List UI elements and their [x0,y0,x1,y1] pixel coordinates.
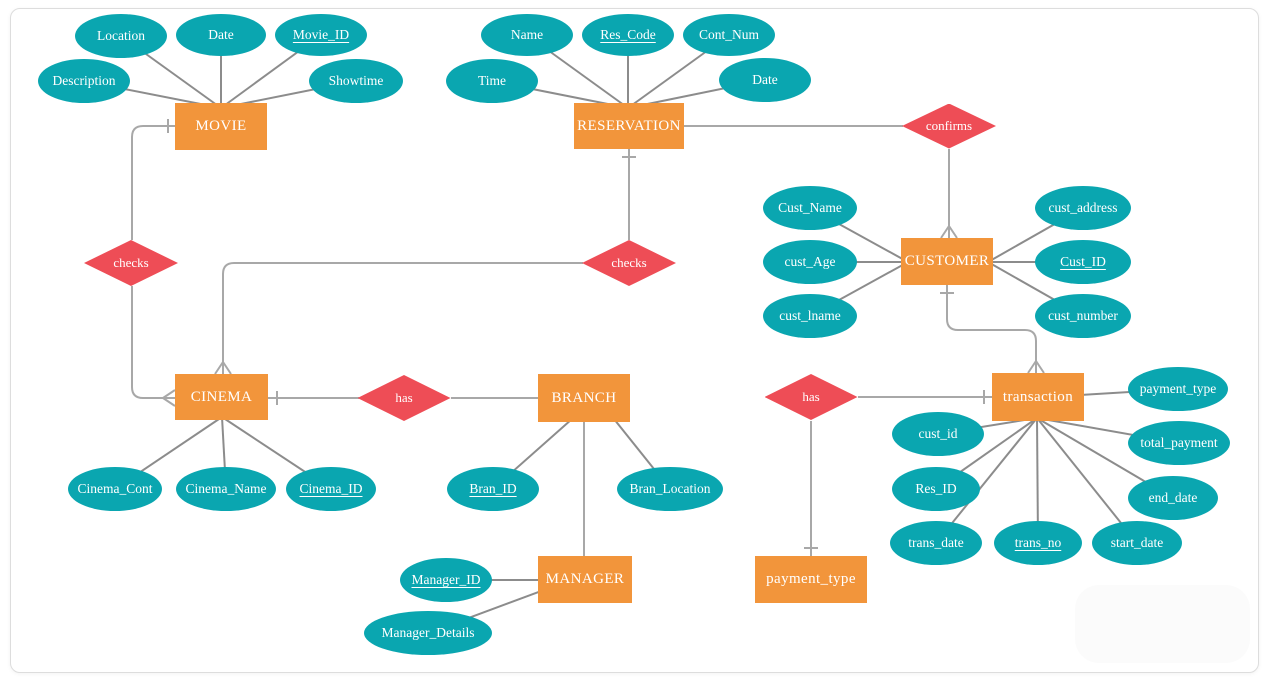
attribute-manager-details: Manager_Details [364,611,492,655]
relationship-has-1-label: has [395,390,413,405]
attribute-time-label: Time [477,73,506,88]
attribute-trans-date: trans_date [890,521,982,565]
attribute-location: Location [75,14,167,58]
attribute-cust-id-label: cust_id [918,426,958,441]
attribute-cinema-id-label: Cinema_ID [299,481,363,496]
attribute-bran-id-label: Bran_ID [469,481,517,496]
crowfoot-prong [214,361,224,375]
attribute-date-reservation: Date [719,58,811,102]
crowfoot-prong [1027,360,1037,374]
attribute-description: Description [38,59,130,103]
attribute-showtime: Showtime [309,59,403,103]
entity-movie-label: MOVIE [195,118,247,134]
entity-reservation: RESERVATION [574,103,684,149]
attribute-end-date: end_date [1128,476,1218,520]
attribute-cinema-name-label: Cinema_Name [185,481,267,496]
attribute-movie-id: Movie_ID [275,14,367,56]
entity-branch-label: BRANCH [551,389,617,406]
attribute-cust-id-pk: Cust_ID [1035,240,1131,284]
attribute-cust-address: cust_address [1035,186,1131,230]
attribute-name-label: Name [510,27,544,42]
edge-checks2-cinema [222,262,583,374]
attribute-cust-address-label: cust_address [1048,200,1118,215]
relationship-confirms-label: confirms [925,118,973,133]
edge-customer-transaction [946,285,1037,373]
attribute-cust-lname-label: cust_lname [779,308,841,323]
attribute-cust-age-label: cust_Age [784,254,836,269]
entity-movie: MOVIE [175,103,267,150]
attribute-end-date-label: end_date [1148,490,1198,505]
entity-cinema-label: CINEMA [190,388,253,405]
entity-customer: CUSTOMER [901,238,993,285]
attribute-res-code: Res_Code [582,14,674,56]
crowfoot-prong [162,397,176,407]
crowfoot-prong [940,225,950,239]
edge-checks1-cinema [131,286,175,399]
attribute-date-movie: Date [176,14,266,56]
attribute-trans-date-label: trans_date [908,535,964,550]
entity-branch: BRANCH [538,374,630,422]
attribute-res-id: Res_ID [892,467,980,511]
entity-transaction-label: transaction [1002,388,1074,405]
edge-movie-checks1 [131,125,175,240]
attribute-manager-details-label: Manager_Details [381,625,475,640]
attribute-description-label: Description [52,73,116,88]
entity-reservation-label: RESERVATION [577,117,681,134]
attribute-total-payment: total_payment [1128,421,1230,465]
attribute-trans-no: trans_no [994,521,1082,565]
attribute-date-movie-label: Date [208,27,234,42]
attribute-time: Time [446,59,538,103]
relationship-has-2-label: has [802,389,820,404]
attribute-payment-type-attr-label: payment_type [1139,381,1217,396]
attribute-trans-no-label: trans_no [1014,535,1062,550]
attribute-cont-num-label: Cont_Num [698,27,759,42]
entity-manager: MANAGER [538,556,632,603]
attribute-location-label: Location [97,28,145,43]
attribute-cust-name: Cust_Name [763,186,857,230]
entity-transaction: transaction [992,373,1084,421]
watermark [1075,585,1250,663]
crowfoot-prong [1035,360,1045,374]
entity-cinema: CINEMA [175,374,268,420]
attribute-cust-number-label: cust_number [1048,308,1118,323]
entity-payment-type-label: payment_type [766,571,856,587]
entity-manager-label: MANAGER [545,571,625,587]
attribute-cust-lname: cust_lname [763,294,857,338]
attribute-bran-location-label: Bran_Location [629,481,711,496]
entity-payment-type: payment_type [755,556,867,603]
attribute-manager-id: Manager_ID [400,558,492,602]
attribute-bran-id: Bran_ID [447,467,539,511]
attribute-cust-id-pk-label: Cust_ID [1060,254,1106,269]
attribute-movie-id-label: Movie_ID [292,27,350,42]
attribute-cust-number: cust_number [1035,294,1131,338]
attribute-date-reservation-label: Date [752,72,778,87]
attribute-start-date-label: start_date [1110,535,1164,550]
crowfoot-prong [948,225,958,239]
attribute-cinema-name: Cinema_Name [176,467,276,511]
relationship-checks-1-label: checks [113,255,149,270]
attribute-cinema-id: Cinema_ID [286,467,376,511]
attribute-res-code-label: Res_Code [600,27,656,42]
attribute-payment-type-attr: payment_type [1128,367,1228,411]
attribute-manager-id-label: Manager_ID [411,572,481,587]
attribute-cinema-cont-label: Cinema_Cont [77,481,153,496]
attribute-cust-age: cust_Age [763,240,857,284]
attribute-res-id-label: Res_ID [915,481,957,496]
attribute-cinema-cont: Cinema_Cont [68,467,162,511]
attribute-showtime-label: Showtime [328,73,384,88]
crowfoot-prong [222,361,232,375]
attribute-start-date: start_date [1092,521,1182,565]
attribute-cust-name-label: Cust_Name [778,200,842,215]
entity-customer-label: CUSTOMER [904,253,990,269]
attribute-bran-location: Bran_Location [617,467,723,511]
attribute-cont-num: Cont_Num [683,14,775,56]
attribute-total-payment-label: total_payment [1140,435,1218,450]
attribute-cust-id: cust_id [892,412,984,456]
relationship-checks-2-label: checks [611,255,647,270]
crowfoot-prong [162,389,176,399]
attribute-name: Name [481,14,573,56]
